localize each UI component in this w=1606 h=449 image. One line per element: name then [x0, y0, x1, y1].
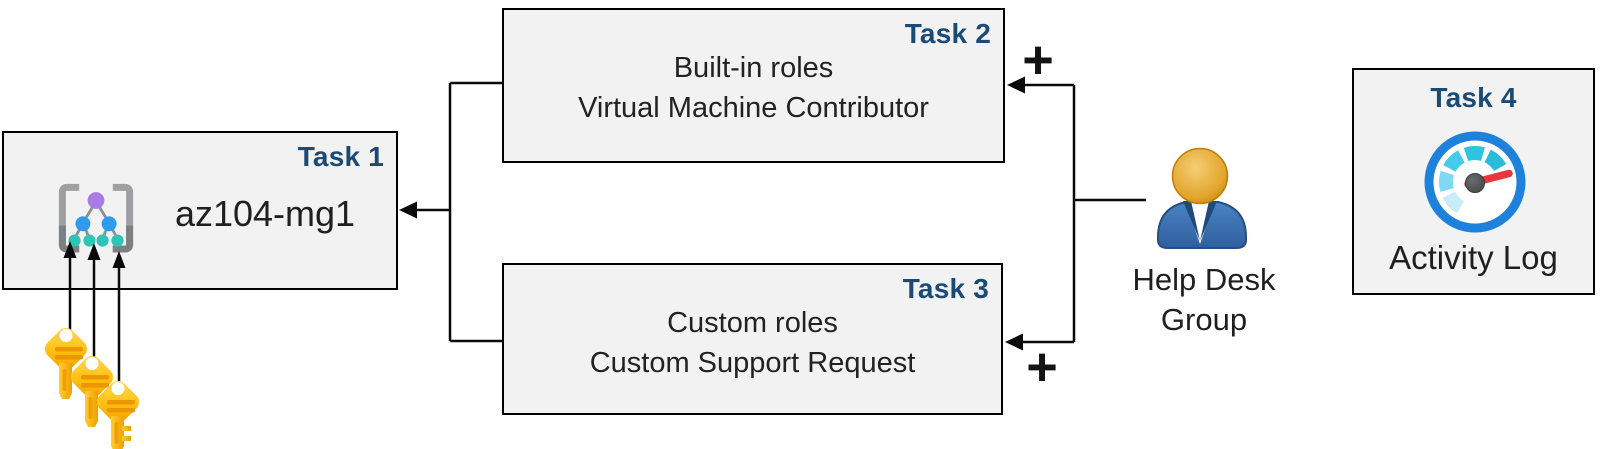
arrowhead-into-task1 [399, 201, 417, 219]
task3-text: Custom roles Custom Support Request [504, 303, 1001, 383]
task1-box: Task 1 az104-mg1 [2, 131, 398, 290]
task4-caption: Activity Log [1389, 239, 1558, 276]
plus-icon-bottom: + [1026, 337, 1058, 397]
task2-text: Built-in roles Virtual Machine Contribut… [504, 48, 1003, 128]
key-icon [41, 324, 91, 399]
task2-line1: Built-in roles [673, 52, 834, 84]
task3-box: Task 3 Custom roles Custom Support Reque… [502, 263, 1003, 415]
help-desk-group-label: Help Desk Group [1094, 260, 1314, 340]
task4-box: Task 4 Activity Log [1352, 68, 1595, 295]
task4-label: Task 4 [1430, 82, 1517, 113]
task2-line2: Virtual Machine Contributor [578, 92, 929, 124]
activity-log-gauge-icon [1424, 131, 1526, 233]
management-group-icon [58, 183, 134, 253]
task3-label: Task 3 [902, 273, 989, 304]
task3-line1: Custom roles [667, 307, 838, 339]
plus-icon-top: + [1022, 30, 1054, 90]
key-icon [67, 352, 117, 427]
help-desk-line1: Help Desk [1132, 262, 1276, 297]
help-desk-line2: Group [1160, 302, 1248, 337]
task2-label: Task 2 [904, 18, 991, 49]
connector-left-bracket [414, 81, 504, 343]
user-icon [1157, 147, 1247, 249]
task1-label: Task 1 [297, 141, 384, 172]
key-icon [93, 377, 143, 449]
task2-box: Task 2 Built-in roles Virtual Machine Co… [502, 8, 1005, 163]
task1-resource-name: az104-mg1 [174, 193, 356, 234]
task3-line2: Custom Support Request [589, 347, 916, 379]
